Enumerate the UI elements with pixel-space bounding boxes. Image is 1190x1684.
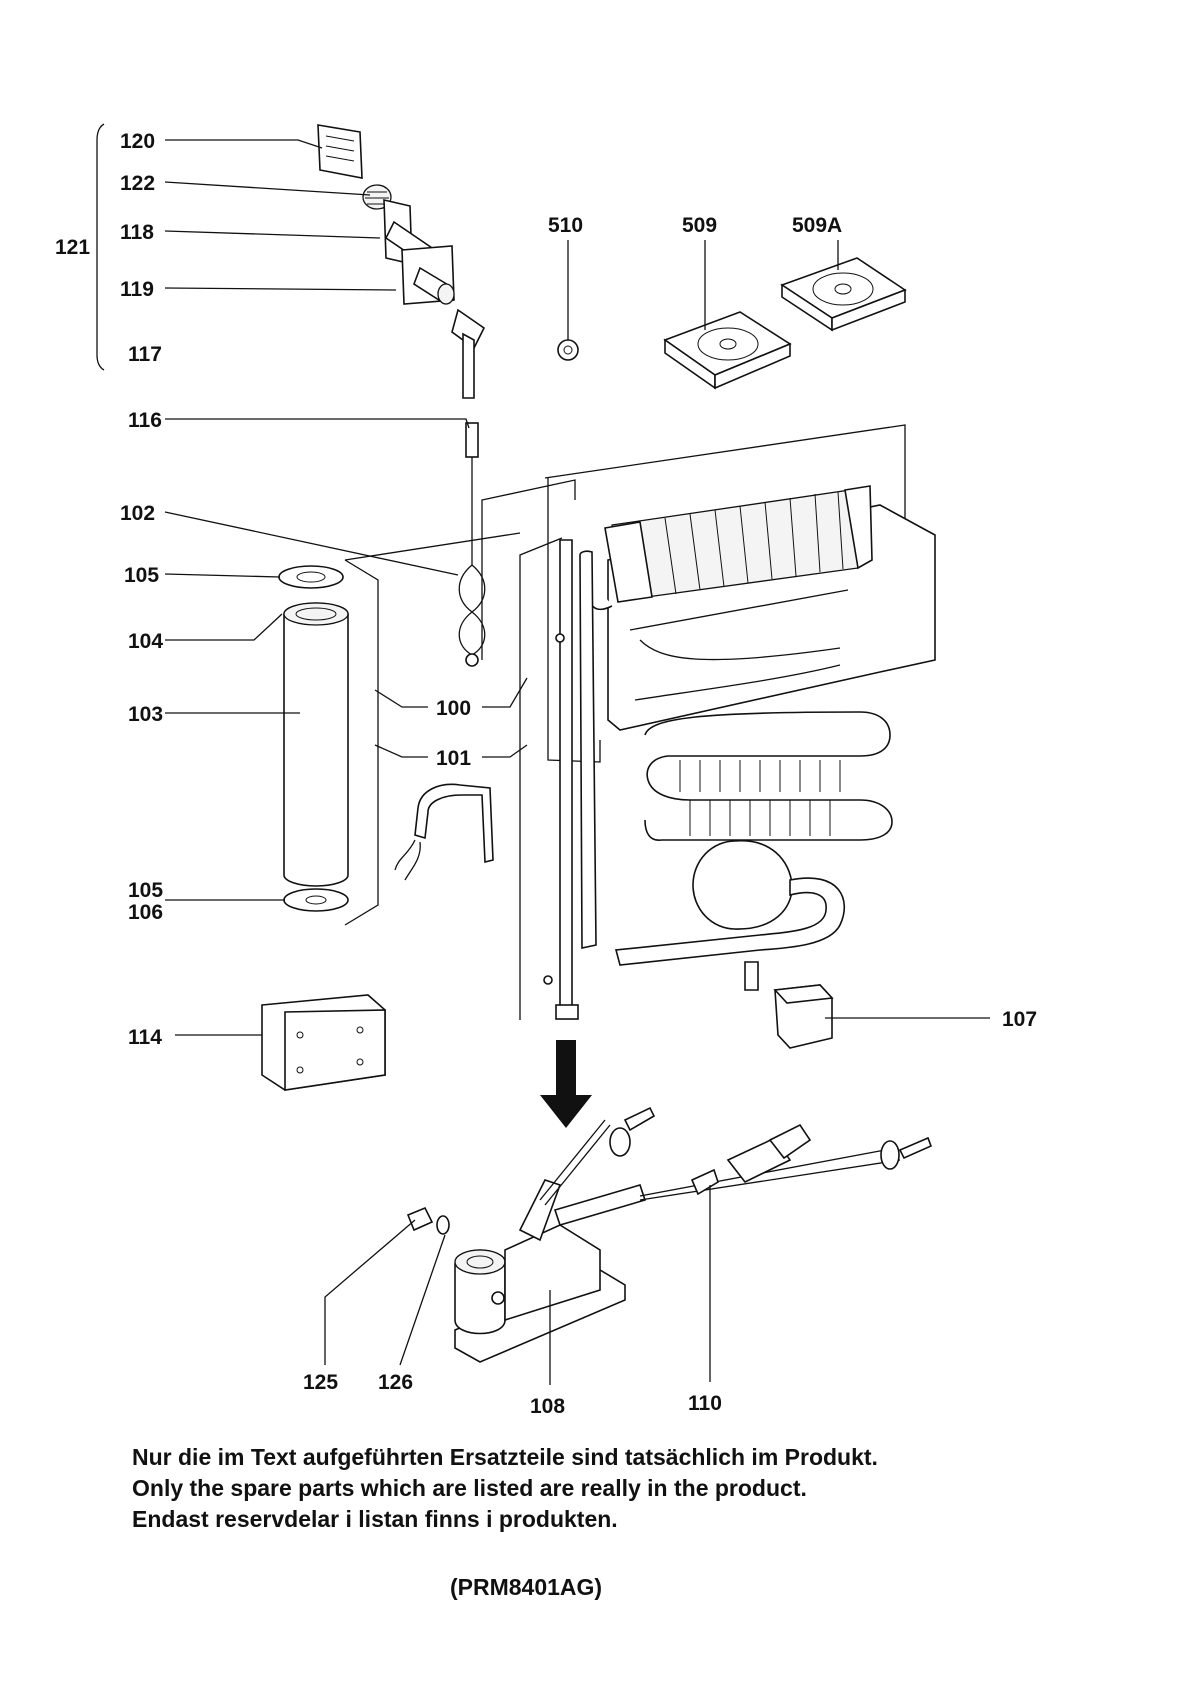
insulation-cylinder-103	[278, 565, 349, 912]
label-105-top: 105	[124, 564, 159, 587]
fan-509a	[780, 257, 907, 332]
part-labels: 120 122 121 118 119 117 116 102 105 104 …	[55, 130, 1037, 1418]
fan-509	[663, 311, 792, 390]
label-104: 104	[128, 630, 163, 653]
heater-element-101	[394, 783, 494, 881]
label-105-bottom: 105	[128, 879, 163, 902]
bracket-121	[96, 123, 105, 371]
label-100: 100	[436, 697, 471, 720]
label-110: 110	[688, 1392, 722, 1415]
note-swedish: Endast reservdelar i listan finns i prod…	[132, 1506, 618, 1532]
frame-outline-upper	[481, 479, 576, 660]
label-510: 510	[548, 214, 583, 237]
label-102: 102	[120, 502, 155, 525]
frame-outline-left	[344, 532, 521, 561]
label-101: 101	[436, 747, 471, 770]
burner-assembly-108	[406, 1106, 933, 1363]
drawing-code: (PRM8401AG)	[450, 1574, 603, 1600]
label-509: 509	[682, 214, 717, 237]
label-106: 106	[128, 901, 163, 924]
spare-parts-note: Nur die im Text aufgeführten Ersatzteile…	[132, 1442, 1092, 1535]
label-121: 121	[55, 236, 90, 259]
cooling-unit-100	[519, 424, 936, 1020]
thermocouple-102	[458, 564, 486, 667]
label-509a: 509A	[792, 214, 842, 237]
note-english: Only the spare parts which are listed ar…	[132, 1475, 807, 1501]
leader-lines	[164, 139, 990, 1385]
arrow-down-icon	[540, 1040, 592, 1128]
label-107: 107	[1002, 1008, 1037, 1031]
part-510	[557, 339, 579, 361]
chimney-cap-assembly	[317, 124, 486, 565]
note-german: Nur die im Text aufgeführten Ersatzteile…	[132, 1444, 878, 1470]
label-118: 118	[120, 221, 154, 244]
label-125: 125	[303, 1371, 338, 1394]
label-114: 114	[128, 1026, 162, 1049]
label-108: 108	[530, 1395, 565, 1418]
label-120: 120	[120, 130, 155, 153]
label-119: 119	[120, 278, 154, 301]
label-116: 116	[128, 409, 162, 432]
label-126: 126	[378, 1371, 413, 1394]
cover-107	[773, 984, 834, 1049]
label-117: 117	[128, 343, 162, 366]
label-103: 103	[128, 703, 163, 726]
label-122: 122	[120, 172, 155, 195]
control-box-114	[261, 994, 386, 1091]
